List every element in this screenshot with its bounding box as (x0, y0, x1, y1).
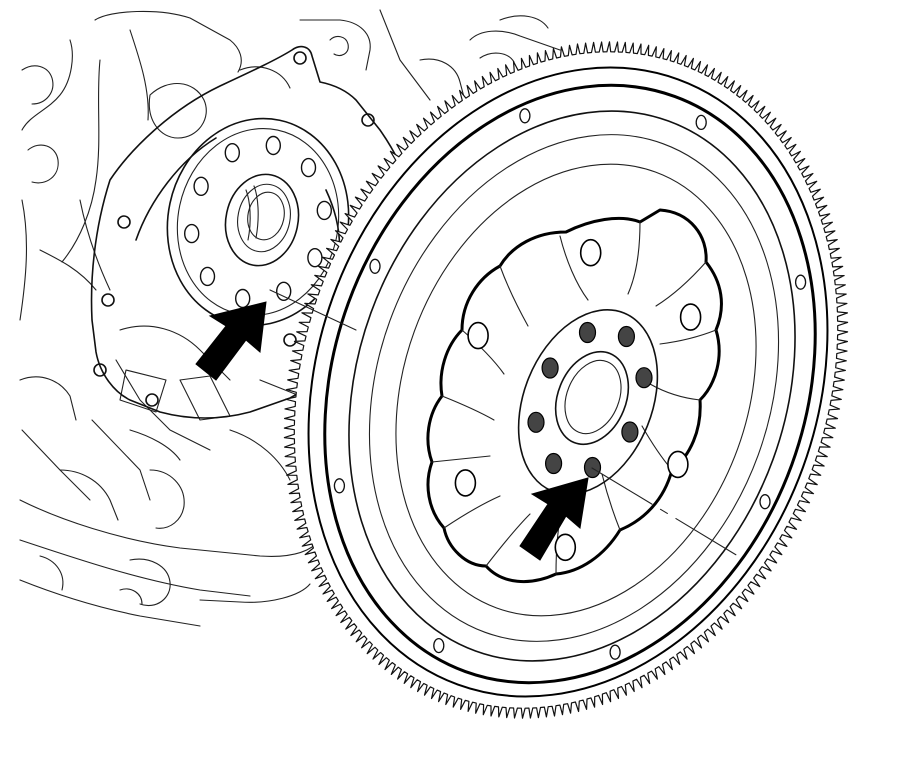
flange-bolt-hole (265, 135, 281, 156)
flange-bolt-hole (199, 266, 216, 287)
rim-hole (794, 274, 807, 290)
rim-hole (369, 258, 381, 274)
hub-pad-hole (579, 238, 602, 267)
flywheel-bolt-hole (578, 321, 597, 344)
flange-bolt-hole (224, 142, 241, 163)
hub-pad-hole (667, 450, 689, 479)
rim-hole (519, 108, 531, 124)
rim-hole (695, 114, 707, 131)
rim-hole (609, 644, 621, 660)
flywheel-bolt-hole (541, 357, 559, 379)
flange-bolt-hole (193, 176, 209, 197)
alignment-arrow-icon (519, 477, 589, 561)
hub-pad-hole (467, 321, 489, 350)
flange-bolt-hole (316, 200, 332, 221)
flywheel-bolt-hole (621, 421, 639, 443)
hub-pad-hole (554, 533, 577, 562)
hub-pad-holes (454, 238, 702, 562)
flywheel-bolt-hole (635, 367, 653, 389)
flywheel-hub (426, 208, 723, 584)
flywheel-bolt-hole (544, 452, 563, 475)
flywheel-bolt-hole (527, 411, 545, 433)
hub-pad-hole (679, 303, 702, 331)
hub-pad-hole (454, 469, 477, 497)
alignment-arrow-icon (195, 301, 267, 381)
flange-bolt-hole (276, 281, 292, 301)
rim-hole (433, 637, 445, 654)
flange-bolt-hole (307, 248, 323, 268)
rim-hole (333, 478, 346, 494)
flywheel-bolt-hole (583, 456, 602, 479)
flange-bolt-hole (234, 288, 251, 309)
flange-bolt-holes (183, 135, 332, 309)
rim-hole (759, 494, 771, 510)
flywheel-outer-holes (333, 108, 807, 660)
flange-bolt-hole (183, 223, 200, 244)
flywheel-bolt-holes (527, 321, 653, 479)
flange-bolt-hole (300, 157, 317, 178)
alignment-lines (269, 289, 739, 557)
flywheel-bolt-hole (617, 325, 636, 348)
